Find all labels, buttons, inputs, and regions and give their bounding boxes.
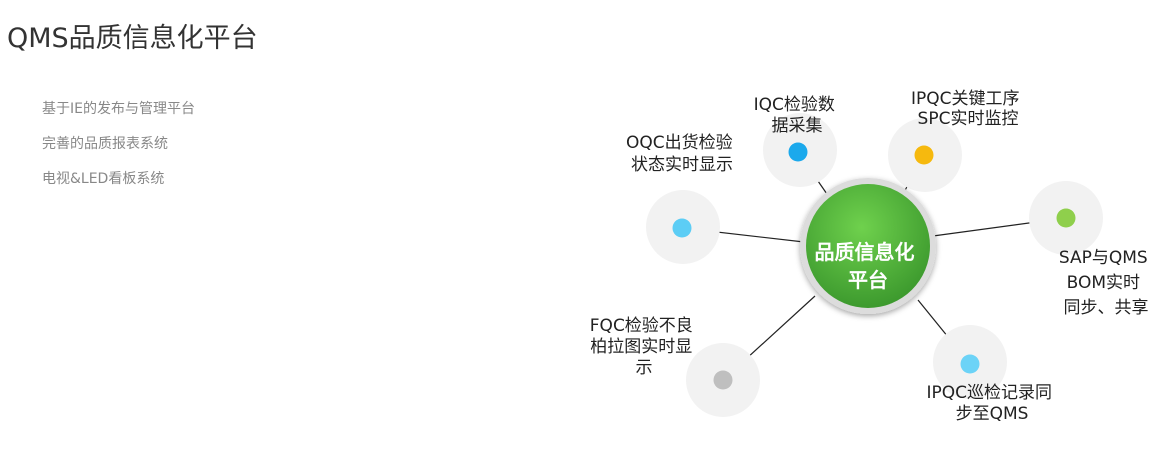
feature-item-quality-reports: 完善的品质报表系统 <box>42 136 168 152</box>
label-ipqc-patrol: IPQC巡检记录同 步至QMS <box>927 383 1058 424</box>
label-oqc: OQC出货检验 状态实时显示 <box>626 133 738 175</box>
label-oqc-line-1: OQC出货检验 <box>626 133 733 153</box>
hub-label-line-1: 品质信息化 <box>815 240 915 264</box>
page-title: QMS品质信息化平台 <box>7 23 258 54</box>
label-ipqc-spc-line-1: IPQC关键工序 <box>911 89 1020 109</box>
feature-list: 基于IE的发布与管理平台 完善的品质报表系统 电视&LED看板系统 <box>42 98 195 203</box>
feature-item-ie-publish: 基于IE的发布与管理平台 <box>42 101 195 117</box>
feature-item-tv-led-board: 电视&LED看板系统 <box>42 171 165 187</box>
label-sap-line-2: BOM实时 <box>1067 273 1140 293</box>
label-fqc-line-2: 柏拉图实时显 <box>590 337 692 357</box>
label-ipqc-spc-line-2: SPC实时监控 <box>918 109 1019 129</box>
label-sap: SAP与QMS BOM实时 同步、共享 <box>1059 248 1153 318</box>
label-sap-line-1: SAP与QMS <box>1059 248 1148 268</box>
label-oqc-line-2: 状态实时显示 <box>631 155 733 175</box>
label-iqc: IQC检验数 据采集 <box>754 95 841 136</box>
label-iqc-line-1: IQC检验数 <box>754 95 835 115</box>
label-fqc-line-1: FQC检验不良 <box>590 316 693 336</box>
label-ipqc-spc: IPQC关键工序 SPC实时监控 <box>911 89 1025 129</box>
node-fqc <box>686 343 760 417</box>
node-oqc <box>646 190 720 264</box>
label-ipqc-patrol-line-1: IPQC巡检记录同 <box>927 383 1053 403</box>
hub-label-line-2: 平台 <box>848 268 888 292</box>
node-ipqc-patrol <box>933 325 1007 399</box>
label-ipqc-patrol-line-2: 步至QMS <box>956 404 1029 424</box>
label-fqc-line-3: 示 <box>636 358 653 378</box>
node-iqc <box>763 113 837 187</box>
hub-node: 品质信息化 平台 <box>800 178 936 314</box>
label-sap-line-3: 同步、共享 <box>1064 298 1149 318</box>
label-iqc-line-2: 据采集 <box>772 116 823 136</box>
node-sap <box>1029 181 1103 255</box>
hub-label: 品质信息化 平台 <box>815 240 922 292</box>
node-ipqc-spc <box>888 118 962 192</box>
label-fqc: FQC检验不良 柏拉图实时显 示 <box>590 316 698 378</box>
